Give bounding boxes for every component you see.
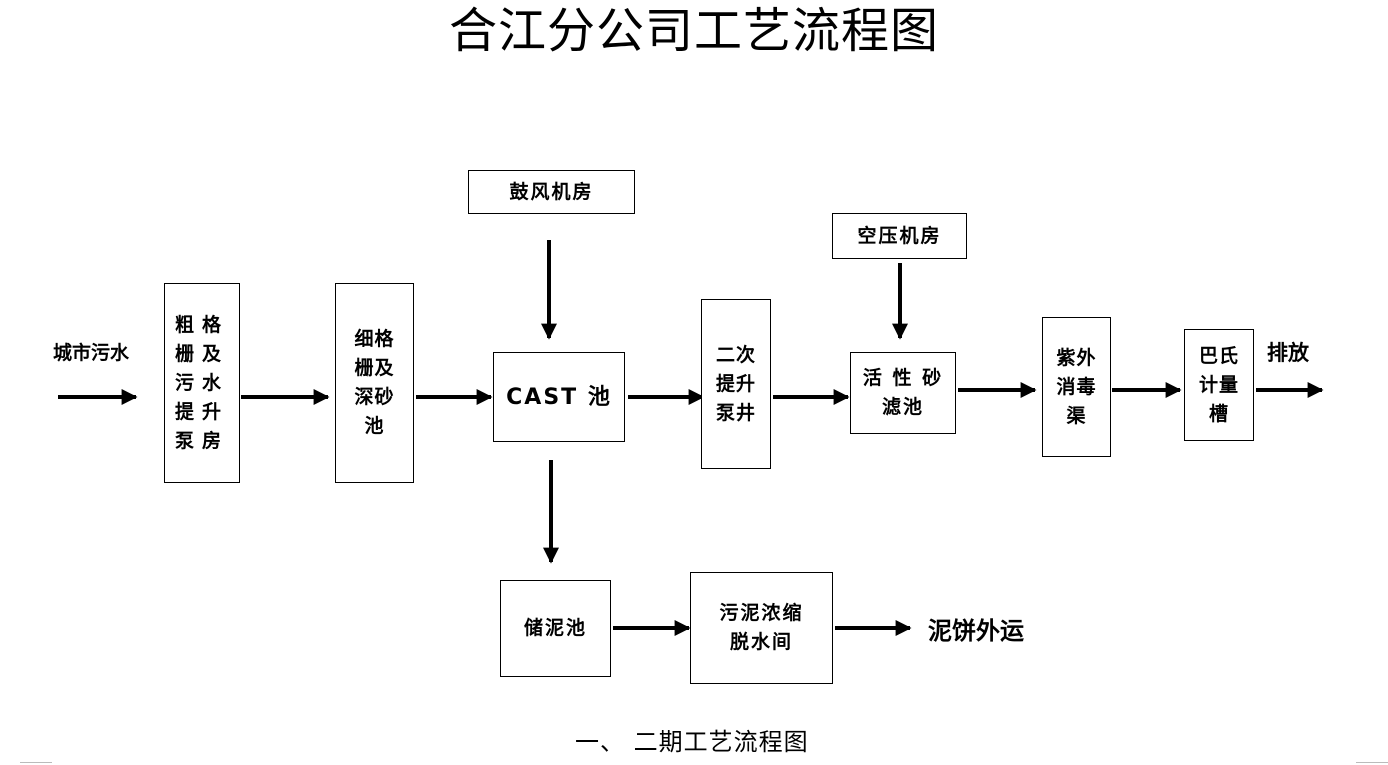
fine-screen-grit-chamber: 细格 栅及 深砂 池 — [335, 283, 414, 483]
discharge-label: 排放 — [1267, 340, 1309, 365]
air-compressor-room: 空压机房 — [832, 213, 967, 259]
influent-label: 城市污水 — [53, 342, 130, 364]
page-corner-mark-right — [1356, 762, 1388, 763]
uv-disinfection-channel: 紫外 消毒 渠 — [1042, 317, 1111, 457]
sand-filter-label: 活 性 砂 滤池 — [862, 367, 944, 418]
uv-label: 紫外 消毒 渠 — [1056, 346, 1097, 427]
diagram-title: 合江分公司工艺流程图 — [448, 3, 939, 59]
parshall-flume: 巴氏 计量 槽 — [1184, 329, 1254, 441]
dewatering-label: 污泥浓缩 脱水间 — [719, 602, 804, 653]
secondary-lift-pump-well: 二次 提升 泵井 — [701, 299, 771, 469]
cast-tank: CAST 池 — [493, 352, 625, 442]
cast-label: CAST 池 — [506, 384, 612, 410]
sludge-cake-out-label: 泥饼外运 — [928, 616, 1024, 645]
active-sand-filter: 活 性 砂 滤池 — [850, 352, 956, 434]
blower-label: 鼓风机房 — [509, 180, 594, 203]
air-compressor-label: 空压机房 — [857, 224, 942, 247]
diagram-subtitle: 一、 二期工艺流程图 — [575, 728, 809, 756]
blower-room: 鼓风机房 — [468, 170, 635, 214]
coarse-screen-label: 粗格 栅及 污水 提升 泵房 — [174, 313, 229, 452]
sludge-storage-tank: 储泥池 — [500, 580, 611, 677]
coarse-screen-pump-house: 粗格 栅及 污水 提升 泵房 — [164, 283, 240, 483]
sludge-thickening-dewatering-room: 污泥浓缩 脱水间 — [690, 572, 833, 684]
sludge-tank-label: 储泥池 — [523, 617, 587, 639]
parshall-label: 巴氏 计量 槽 — [1198, 344, 1239, 425]
secondary-pump-label: 二次 提升 泵井 — [715, 343, 756, 424]
fine-screen-label: 细格 栅及 深砂 池 — [354, 328, 395, 437]
page-corner-mark-left — [20, 762, 52, 763]
